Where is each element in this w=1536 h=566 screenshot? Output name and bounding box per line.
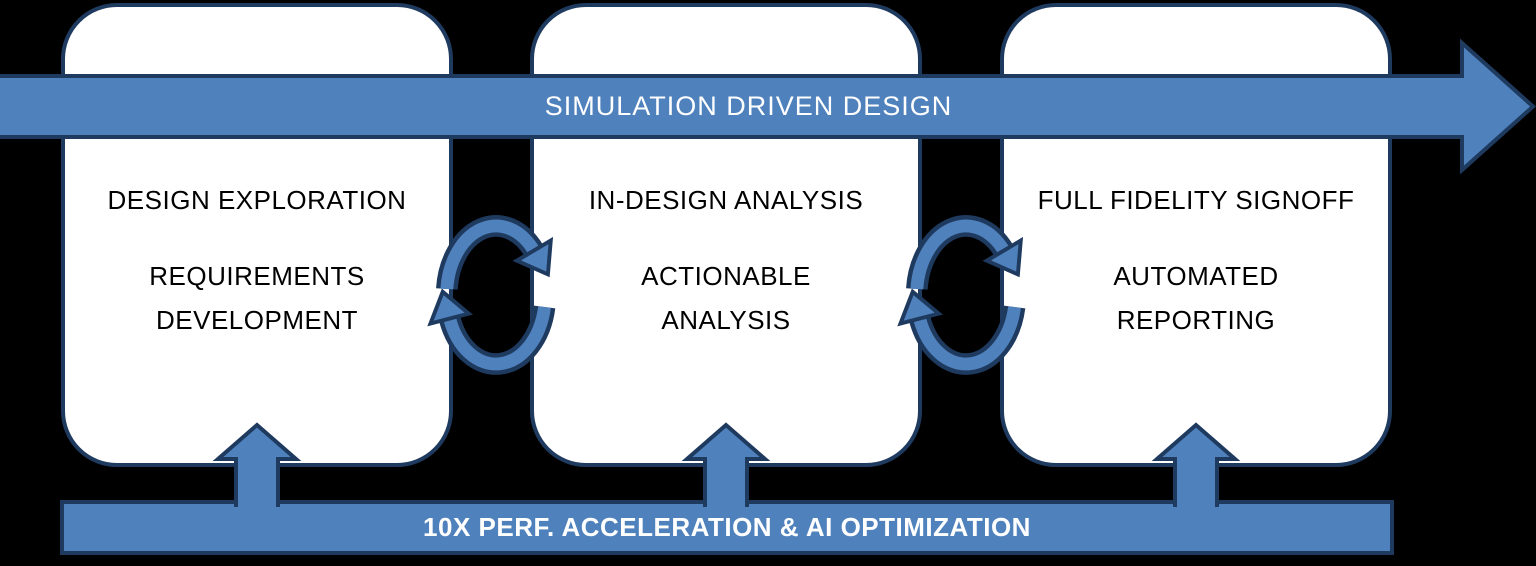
stage-subtitle-line: DEVELOPMENT	[156, 305, 358, 335]
stage-subtitle: AUTOMATED REPORTING	[1000, 254, 1392, 342]
forward-arrow-shape	[0, 38, 1536, 175]
stage-subtitle: ACTIONABLE ANALYSIS	[530, 254, 922, 342]
cycle-arrows-icon	[897, 215, 1026, 375]
bottom-bar-label: 10X PERF. ACCELERATION & AI OPTIMIZATION	[423, 512, 1031, 542]
stage-subtitle-line: AUTOMATED	[1113, 261, 1279, 291]
stage-subtitle-line: ACTIONABLE	[641, 261, 811, 291]
stage-subtitle-line: REQUIREMENTS	[149, 261, 365, 291]
stage-subtitle: REQUIREMENTS DEVELOPMENT	[61, 254, 453, 342]
stage-title: DESIGN EXPLORATION	[107, 185, 407, 215]
forward-arrow-icon	[0, 38, 1536, 175]
cycle-arrows-icon	[427, 215, 556, 375]
stage-subtitle-line: ANALYSIS	[661, 305, 791, 335]
stage-title: FULL FIDELITY SIGNOFF	[1037, 185, 1355, 215]
top-arrow-label: SIMULATION DRIVEN DESIGN	[544, 91, 953, 121]
bottom-bar: 10X PERF. ACCELERATION & AI OPTIMIZATION	[60, 500, 1394, 555]
stage-title: IN-DESIGN ANALYSIS	[588, 185, 864, 215]
stage-subtitle-line: REPORTING	[1116, 305, 1276, 335]
